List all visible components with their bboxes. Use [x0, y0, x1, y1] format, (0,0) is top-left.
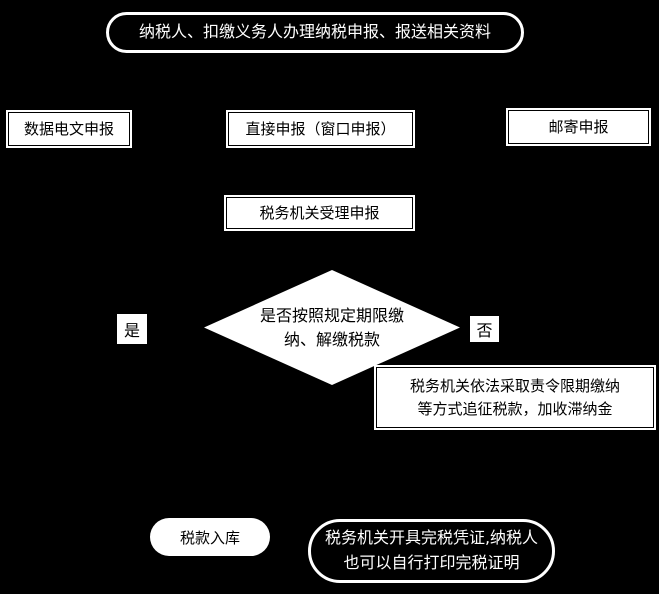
branch-label-yes: 是 [117, 314, 147, 344]
enforcement-line2: 等方式追征税款，加收滞纳金 [417, 399, 613, 418]
decision-diamond-text: 是否按照规定期限缴 纳、解缴税款 [204, 270, 460, 385]
process-box-direct-filing: 直接申报（窗口申报） [228, 112, 413, 146]
start-terminator-label: 纳税人、扣缴义务人办理纳税申报、报送相关资料 [138, 22, 491, 42]
process-box-direct-filing-label: 直接申报（窗口申报） [245, 119, 396, 138]
process-box-accept-filing-label: 税务机关受理申报 [259, 203, 380, 222]
decision-line1: 是否按照规定期限缴 [259, 306, 404, 326]
process-box-accept-filing: 税务机关受理申报 [226, 197, 413, 229]
branch-label-no: 否 [470, 316, 499, 342]
process-box-electronic-filing: 数据电文申报 [8, 112, 130, 146]
certificate-line2: 也可以自行打印完税证明 [343, 553, 520, 572]
terminator-tax-to-treasury: 税款入库 [150, 518, 270, 556]
branch-label-yes-text: 是 [123, 321, 140, 340]
process-box-mail-filing-label: 邮寄申报 [548, 117, 609, 136]
terminator-tax-to-treasury-label: 税款入库 [179, 528, 240, 547]
start-terminator: 纳税人、扣缴义务人办理纳税申报、报送相关资料 [106, 12, 524, 53]
branch-label-no-text: 否 [476, 321, 493, 340]
certificate-line1: 税务机关开具完税凭证,纳税人 [324, 528, 539, 548]
enforcement-line1: 税务机关依法采取责令限期缴纳 [409, 377, 620, 395]
process-box-enforcement: 税务机关依法采取责令限期缴纳 等方式追征税款，加收滞纳金 [376, 367, 654, 428]
process-box-electronic-filing-label: 数据电文申报 [23, 119, 114, 138]
process-box-mail-filing: 邮寄申报 [508, 110, 649, 144]
decision-diamond: 是否按照规定期限缴 纳、解缴税款 [204, 270, 460, 385]
terminator-tax-certificate: 税务机关开具完税凭证,纳税人 也可以自行打印完税证明 [308, 519, 555, 583]
decision-line2: 纳、解缴税款 [283, 329, 380, 349]
